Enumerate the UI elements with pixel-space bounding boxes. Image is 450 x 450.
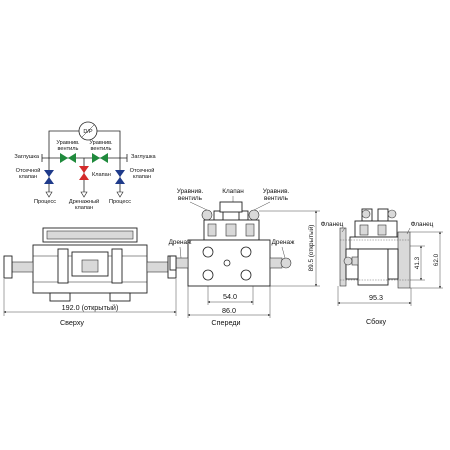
side-view: 41.3 62.0 95.3 Фланец Фланец Сбоку: [321, 208, 443, 326]
front-height-label: 89.5 (открытый): [307, 225, 315, 272]
eq-valve-left-icon: [60, 153, 68, 163]
front-view: 89.5 (открытый) 54.0 86.0 Уравнив.вентил…: [169, 188, 320, 327]
side-width: 95.3: [369, 293, 383, 302]
front-inner-width: 54.0: [223, 292, 237, 301]
eq-valve-right-icon: [92, 153, 100, 163]
process-right-label: Процесс: [109, 199, 131, 205]
front-drain-right: Дренаж: [272, 239, 296, 246]
gauge-label: D/P: [83, 129, 93, 135]
plug-left-label: Заглушка: [14, 154, 40, 160]
front-eq-valve-left: Уравнив.вентиль: [177, 188, 204, 202]
plug-right-label: Заглушка: [131, 154, 157, 160]
top-view: 192.0 (открытый) Сверху: [3, 227, 177, 327]
side-flange-left: Фланец: [321, 221, 344, 228]
eq-valve-left-label: Уравнив.вентиль: [56, 140, 80, 152]
isolation-valve-right-icon: [115, 170, 125, 177]
front-view-caption: Спереди: [211, 318, 240, 327]
top-view-caption: Сверху: [60, 318, 84, 327]
front-drain-left: Дренаж: [169, 239, 193, 246]
process-port-right-icon: [116, 191, 124, 198]
side-flange-right: Фланец: [411, 221, 434, 228]
process-port-left-icon: [45, 191, 53, 198]
front-eq-valve-right: Уравнив.вентиль: [263, 188, 290, 202]
valve-center-label: Клапан: [92, 172, 111, 178]
side-outer-height: 62.0: [433, 253, 440, 266]
top-width-label: 192.0 (открытый): [62, 303, 119, 312]
process-left-label: Процесс: [34, 199, 56, 205]
side-view-caption: Сбоку: [366, 317, 387, 326]
valve-schematic: D/P Уравнив.вентиль Уравнив.вентиль Загл…: [14, 121, 157, 211]
side-inner-height: 41.3: [414, 256, 421, 269]
front-outer-width: 86.0: [222, 306, 236, 315]
front-valve-label: Клапан: [222, 188, 244, 195]
drain-port-icon: [80, 191, 88, 198]
drain-valve-icon: [79, 166, 89, 173]
eq-valve-right-label: Уравнив.вентиль: [89, 140, 113, 152]
isolation-valve-left-icon: [44, 170, 54, 177]
